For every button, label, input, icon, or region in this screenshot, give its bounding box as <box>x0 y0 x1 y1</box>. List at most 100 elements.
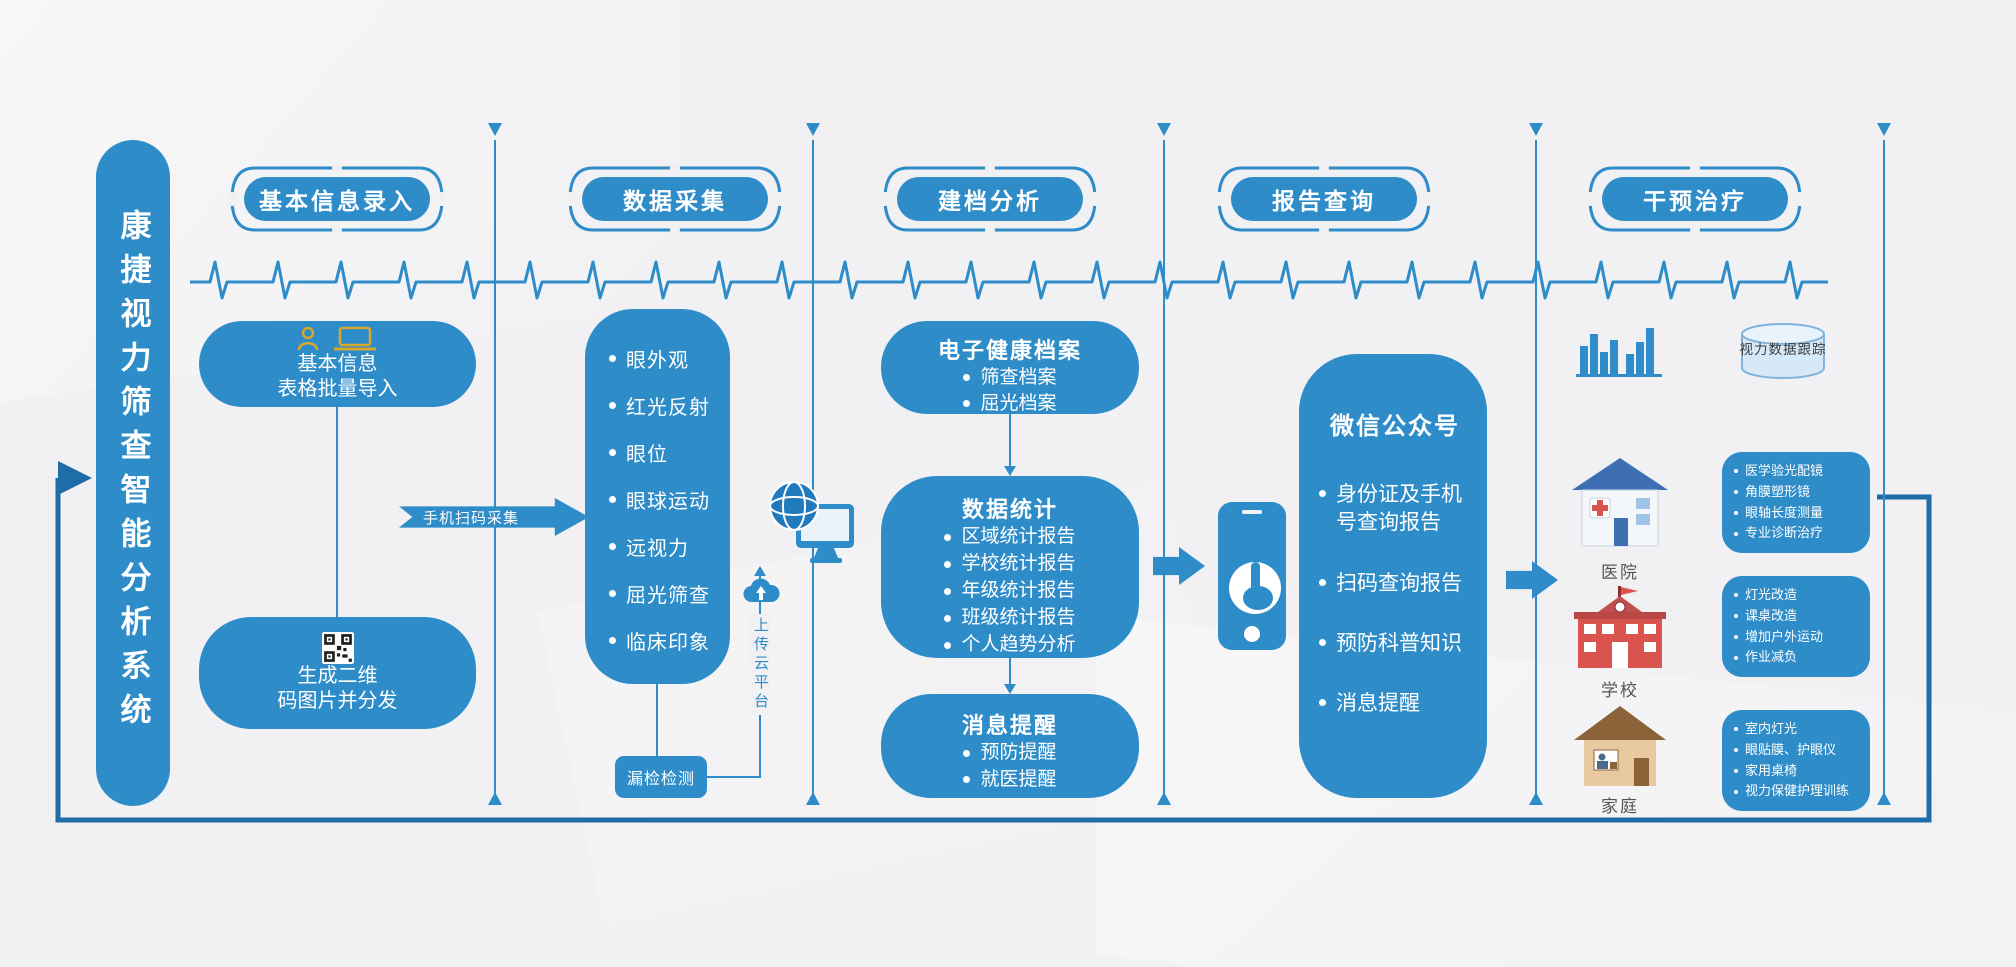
header-badge-intervention: 干预治疗 <box>1585 163 1805 235</box>
school-label: 学校 <box>1601 681 1639 700</box>
connector-arrowhead-icon <box>1004 466 1016 476</box>
divider-arrow-icon <box>1529 123 1543 136</box>
family-item: 眼贴膜、护眼仪 <box>1734 740 1858 761</box>
import-box-line2: 表格批量导入 <box>277 378 398 400</box>
connector-line <box>336 407 338 617</box>
collection-item: 屈光筛查 <box>609 570 730 617</box>
connector-line <box>656 684 658 756</box>
statistics-item: 个人趋势分析 <box>944 632 1075 659</box>
report-item: 扫码查询报告 <box>1319 570 1471 598</box>
upload-platform-label: 上传云平台 <box>750 614 771 715</box>
report-item: 消息提醒 <box>1319 690 1471 718</box>
school-item: 作业减负 <box>1734 647 1858 668</box>
header-label: 干预治疗 <box>1643 188 1747 214</box>
divider-arrow-icon <box>1157 792 1171 805</box>
person-laptop-icon <box>297 326 376 351</box>
school-item: 增加户外运动 <box>1734 627 1858 648</box>
divider-arrow-icon <box>1877 123 1891 136</box>
header-badge-data-collection: 数据采集 <box>565 163 785 235</box>
divider-arrow-icon <box>488 792 502 805</box>
basic-info-import-box: 基本信息 表格批量导入 <box>199 321 476 407</box>
header-label: 建档分析 <box>938 188 1042 214</box>
column-divider <box>494 140 496 800</box>
loop-arrowhead-icon <box>58 461 92 495</box>
recheck-label: 漏检检测 <box>626 771 695 788</box>
qr-box-line1: 生成二维 <box>297 665 378 687</box>
school-item: 课桌改造 <box>1734 606 1858 627</box>
divider-arrow-icon <box>1529 792 1543 805</box>
qr-code-icon <box>321 632 354 664</box>
statistics-item: 学校统计报告 <box>944 551 1075 578</box>
collection-item: 眼球运动 <box>609 476 730 523</box>
divider-arrow-icon <box>806 123 820 136</box>
badge-frame-decoration <box>880 163 1100 235</box>
system-title-bar: 康捷视力筛查智能分析系统 <box>96 140 170 806</box>
divider-arrow-icon <box>1157 123 1171 136</box>
import-box-line1: 基本信息 <box>297 353 378 375</box>
hospital-item: 角膜塑形镜 <box>1734 482 1858 503</box>
header-badge-archive-analysis: 建档分析 <box>880 163 1100 235</box>
hospital-measures-box: 医学验光配镜 角膜塑形镜 眼轴长度测量 专业诊断治疗 <box>1722 452 1870 554</box>
school-measures-box: 灯光改造 课桌改造 增加户外运动 作业减负 <box>1722 576 1870 678</box>
wechat-title: 微信公众号 <box>1330 413 1460 440</box>
column-divider <box>1163 140 1165 800</box>
reminder-item: 就医提醒 <box>963 767 1056 794</box>
hospital-item: 眼轴长度测量 <box>1734 503 1858 524</box>
ecg-pulse-line <box>190 260 1828 300</box>
column-divider <box>1883 140 1885 800</box>
family-house-icon <box>1574 706 1666 786</box>
connector-line <box>1009 658 1011 686</box>
connector-line <box>1009 414 1011 468</box>
family-measures-box: 室内灯光 眼贴膜、护眼仪 家用桌椅 视力保健护理训练 <box>1722 710 1870 812</box>
statistics-item: 区域统计报告 <box>944 524 1075 551</box>
hospital-label: 医院 <box>1601 563 1639 582</box>
badge-frame-decoration <box>1214 163 1434 235</box>
hospital-item: 专业诊断治疗 <box>1734 523 1858 544</box>
report-item: 身份证及手机号查询报告 <box>1319 481 1471 538</box>
header-badge-report-query: 报告查询 <box>1214 163 1434 235</box>
badge-frame-decoration <box>227 163 447 235</box>
header-badge-basic-info: 基本信息录入 <box>227 163 447 235</box>
family-item: 室内灯光 <box>1734 719 1858 740</box>
collection-item: 眼位 <box>609 429 730 476</box>
statistics-title: 数据统计 <box>961 497 1058 522</box>
cloud-platform-globe-monitor-icon <box>769 481 854 563</box>
header-label: 报告查询 <box>1272 188 1376 214</box>
collection-item: 远视力 <box>609 523 730 570</box>
hospital-icon <box>1572 458 1668 547</box>
statistics-item: 年级统计报告 <box>944 578 1075 605</box>
reminder-title: 消息提醒 <box>961 713 1058 738</box>
header-label: 数据采集 <box>623 188 727 214</box>
collection-item: 眼外观 <box>609 335 730 382</box>
hospital-item: 医学验光配镜 <box>1734 461 1858 482</box>
column-divider <box>1535 140 1537 800</box>
connector-arrowhead-icon <box>1004 684 1016 694</box>
badge-frame-decoration <box>565 163 785 235</box>
health-record-item: 屈光档案 <box>963 391 1056 417</box>
bar-chart-icon <box>1576 328 1662 377</box>
family-item: 视力保健护理训练 <box>1734 781 1858 802</box>
family-label: 家庭 <box>1601 797 1639 816</box>
data-collection-box: 眼外观 红光反射 眼位 眼球运动 远视力 屈光筛查 临床印象 <box>585 309 730 684</box>
statistics-box: 数据统计 区域统计报告 学校统计报告 年级统计报告 班级统计报告 个人趋势分析 <box>881 476 1139 658</box>
scan-arrow-label: 手机扫码采集 <box>423 509 520 527</box>
health-record-title: 电子健康档案 <box>937 338 1082 363</box>
recheck-box: 漏检检测 <box>615 756 707 798</box>
collection-item: 红光反射 <box>609 382 730 429</box>
reminder-box: 消息提醒 预防提醒 就医提醒 <box>881 694 1139 798</box>
column-divider <box>812 140 814 800</box>
statistics-item: 班级统计报告 <box>944 605 1075 632</box>
connector-line <box>707 776 761 778</box>
system-title: 康捷视力筛查智能分析系统 <box>115 209 151 737</box>
vision-data-tracking-label: 视力数据跟踪 <box>1739 342 1827 357</box>
qr-box-line2: 码图片并分发 <box>277 690 398 712</box>
divider-arrow-icon <box>806 792 820 805</box>
health-record-box: 电子健康档案 筛查档案 屈光档案 <box>881 321 1139 414</box>
upload-arrowhead-icon <box>754 566 766 576</box>
health-record-item: 筛查档案 <box>963 365 1056 391</box>
cloud-upload-icon <box>743 578 780 603</box>
reminder-item: 预防提醒 <box>963 740 1056 767</box>
database-cylinder-icon <box>1741 323 1825 379</box>
wechat-box: 微信公众号 身份证及手机号查询报告 扫码查询报告 预防科普知识 消息提醒 <box>1299 354 1487 798</box>
